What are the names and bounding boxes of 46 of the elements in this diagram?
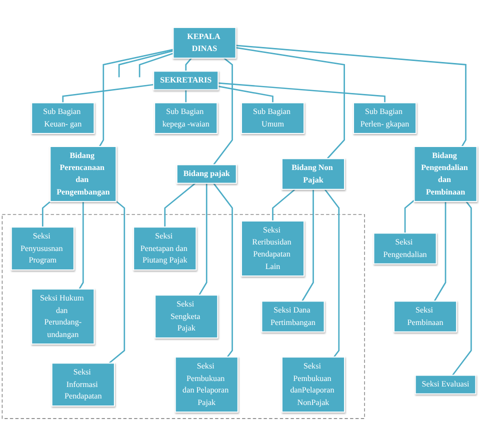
connector (164, 182, 196, 228)
connector (236, 44, 466, 147)
connector (404, 200, 415, 234)
node-box: Seksi Hukum dan Perundang-undangan (31, 288, 95, 345)
connector (218, 86, 274, 103)
connector (236, 47, 345, 160)
node-box: KEPALA DINAS (172, 26, 236, 59)
node-box: Seksi Informasi Pendapatan (51, 362, 115, 407)
node-box: Bidang Pengendalian dan Pembinaan (414, 146, 478, 202)
connector (302, 189, 314, 302)
connector (98, 48, 174, 147)
node-box: Seksi Dana Pertimbangan (261, 300, 325, 332)
node-box: Seksi Pembinaan (393, 300, 458, 332)
connector (324, 188, 340, 358)
connector (62, 84, 154, 103)
connector (213, 58, 233, 166)
node-box: Seksi Penyususnan Program (10, 226, 74, 271)
connector (198, 183, 208, 296)
node-box: Bidang Non Pajak (281, 158, 346, 190)
node-box: Seksi Penetapan dan Piutang Pajak (133, 226, 197, 271)
node-box: Seksi Evaluasi (414, 374, 476, 394)
cluster (2, 214, 365, 419)
connector (138, 52, 174, 78)
connector (452, 201, 472, 376)
connector (78, 202, 84, 290)
node-box: Sub Bagian kepega -waian (154, 102, 218, 134)
node-box: Seksi Pengendalian (373, 232, 437, 264)
connector (108, 200, 126, 364)
connector (185, 90, 187, 103)
node-box: Bidang pajak (176, 164, 237, 184)
connector (218, 82, 386, 103)
connector (185, 58, 192, 72)
node-box: Sub Bagian Keuan- gan (31, 102, 95, 134)
node-box: Seksi Reribusidan Pendapatan Lain (240, 220, 305, 277)
connector (42, 201, 51, 228)
node-box: Sub Bagian Perlen- gkapan (352, 102, 417, 134)
node-box: Sub Bagian Umum (240, 102, 305, 134)
connector (118, 50, 174, 78)
node-box: Bidang Perencanaan dan Pengembangan (50, 146, 117, 202)
node-box: Seksi Sengketa Pajak (154, 294, 218, 339)
node-box: Seksi Pembukuan danPelaporan NonPajak (281, 356, 346, 413)
connector (213, 182, 233, 358)
node-box: SEKRETARIS (153, 70, 219, 90)
connector (272, 188, 296, 221)
connector (434, 202, 446, 302)
node-box: Seksi Pembukuan dan Pelaporan Pajak (174, 356, 238, 413)
